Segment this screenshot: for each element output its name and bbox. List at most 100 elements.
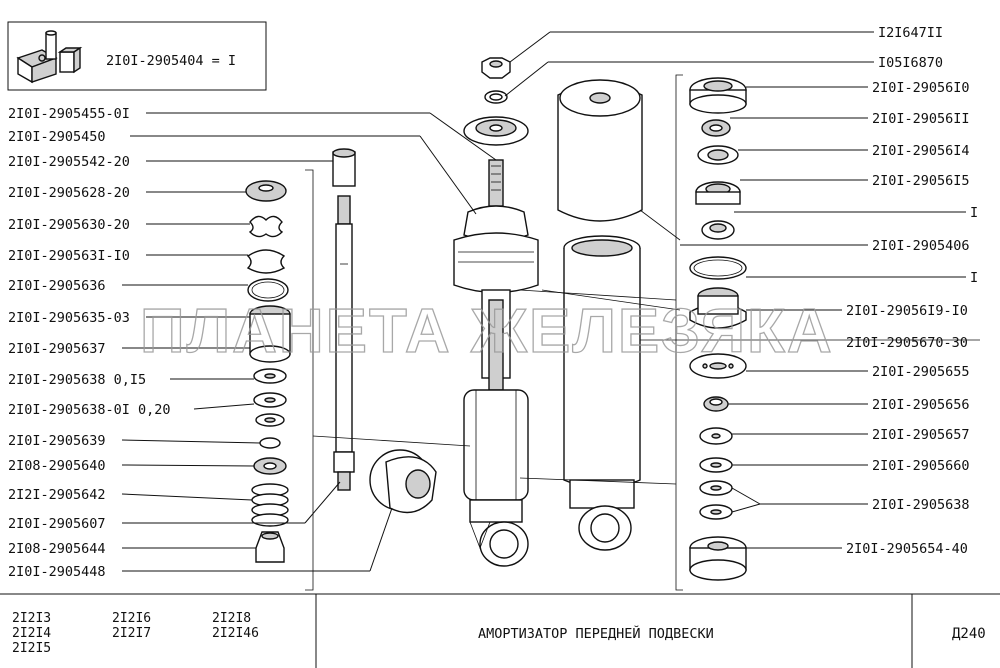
callout-label: 2I0I-2905628-20 bbox=[8, 185, 130, 201]
drawing-title: АМОРТИЗАТОР ПЕРЕДНЕЙ ПОДВЕСКИ bbox=[478, 624, 714, 642]
top-cup-washer bbox=[463, 116, 529, 146]
callout-label: 2I0I-2905635-03 bbox=[8, 310, 130, 326]
rod-sleeve bbox=[332, 148, 356, 187]
callout-right-4: 2I0I-29056II bbox=[730, 111, 970, 127]
callout-label: 2I0I-2905655 bbox=[872, 364, 970, 380]
assembly-lines bbox=[312, 209, 980, 485]
callout-left-9: 2I0I-2905637 bbox=[8, 341, 250, 357]
model-5: 2I2I7 bbox=[112, 626, 151, 641]
callout-left-10: 2I0I-2905638 0,I5 bbox=[8, 372, 254, 388]
callout-left-12: 2I0I-2905639 bbox=[8, 433, 261, 449]
callout-label: 2I0I-2905670-30 bbox=[846, 335, 968, 351]
right-parts bbox=[689, 77, 747, 581]
callout-right-3: 2I0I-29056I0 bbox=[746, 80, 970, 96]
callout-label: 2I0I-2905657 bbox=[872, 427, 970, 443]
rubber-bushing bbox=[369, 449, 437, 514]
top-nut bbox=[481, 57, 511, 79]
callout-left-13: 2I08-2905640 bbox=[8, 458, 255, 474]
callout-right-1: I2I647II bbox=[509, 25, 943, 63]
callout-label: 2I0I-29056II bbox=[872, 111, 970, 127]
callout-label: 2I0I-2905654-40 bbox=[846, 541, 968, 557]
callout-right-2: I05I6870 bbox=[504, 55, 943, 97]
callout-right-7: I bbox=[734, 205, 978, 221]
callout-label: 2I0I-2905630-20 bbox=[8, 217, 130, 233]
callout-label: 2I0I-290563I-I0 bbox=[8, 248, 130, 264]
callout-left-4: 2I0I-2905628-20 bbox=[8, 185, 246, 201]
callout-label: 2I0I-2905656 bbox=[872, 397, 970, 413]
reservoir-tube bbox=[563, 235, 641, 551]
inset-box: 2I0I-2905404 = I bbox=[7, 21, 267, 91]
left-washers bbox=[245, 180, 291, 475]
model-2: 2I2I4 bbox=[12, 626, 51, 641]
callout-label: I2I647II bbox=[878, 25, 943, 41]
callout-label: 2I0I-29056I0 bbox=[872, 80, 970, 96]
callout-left-7: 2I0I-2905636 bbox=[8, 278, 248, 294]
callout-label: 2I08-2905640 bbox=[8, 458, 106, 474]
callout-left-11: 2I0I-2905638-0I 0,20 bbox=[8, 402, 255, 418]
callout-label: 2I0I-29056I9-I0 bbox=[846, 303, 968, 319]
callout-left-6: 2I0I-290563I-I0 bbox=[8, 248, 248, 264]
callout-label: 2I2I-2905642 bbox=[8, 487, 106, 503]
callout-right-9: I bbox=[746, 270, 978, 286]
callout-label: 2I0I-2905607 bbox=[8, 516, 106, 532]
callout-label: 2I0I-2905406 bbox=[872, 238, 970, 254]
callout-label: 2I0I-2905638 0,I5 bbox=[8, 372, 146, 388]
model-1: 2I2I3 bbox=[12, 611, 51, 626]
callout-right-11: 2I0I-2905670-30 bbox=[846, 335, 968, 351]
bottom-nut-left bbox=[255, 531, 285, 563]
model-3: 2I2I5 bbox=[12, 641, 51, 656]
callout-label: 2I0I-2905455-0I bbox=[8, 106, 130, 122]
callout-label: 2I0I-2905638-0I 0,20 bbox=[8, 402, 171, 418]
callout-label: 2I0I-29056I4 bbox=[872, 143, 970, 159]
callout-left-3: 2I0I-2905542-20 bbox=[8, 154, 333, 170]
left-callouts: 2I0I-2905455-0I 2I0I-2905450 2I0I-290554… bbox=[8, 106, 497, 580]
kit-box-icon bbox=[16, 30, 83, 84]
callout-label: 2I0I-29056I5 bbox=[872, 173, 970, 189]
model-7: 2I2I46 bbox=[212, 626, 259, 641]
callout-label: 2I0I-2905638 bbox=[872, 497, 970, 513]
callout-label: 2I0I-2905660 bbox=[872, 458, 970, 474]
valve-spring bbox=[251, 483, 289, 527]
callout-left-17: 2I0I-2905448 bbox=[8, 507, 393, 580]
right-callouts: I2I647II I05I6870 2I0I-29056I0 2I0I-2905… bbox=[504, 25, 978, 557]
callout-label: 2I08-2905644 bbox=[8, 541, 106, 557]
model-6: 2I2I8 bbox=[212, 611, 251, 626]
callout-label: I bbox=[970, 270, 978, 286]
shock-absorber-assembly bbox=[453, 159, 539, 567]
callout-label: 2I0I-2905636 bbox=[8, 278, 106, 294]
callout-right-6: 2I0I-29056I5 bbox=[740, 173, 970, 189]
callout-label: 2I0I-2905542-20 bbox=[8, 154, 130, 170]
callout-right-5: 2I0I-29056I4 bbox=[738, 143, 970, 159]
piston-rod bbox=[333, 195, 355, 491]
callout-right-8: 2I0I-2905406 bbox=[680, 238, 970, 254]
left-kit-bracket bbox=[305, 169, 314, 591]
callout-label: 2I0I-2905448 bbox=[8, 564, 106, 580]
callout-right-13: 2I0I-2905656 bbox=[728, 397, 970, 413]
callout-left-8: 2I0I-2905635-03 bbox=[8, 310, 250, 326]
watermark: ПЛАНЕТА ЖЕЛЕЗЯКА bbox=[140, 297, 834, 366]
callout-label: 2I0I-2905637 bbox=[8, 341, 106, 357]
callout-label: I bbox=[970, 205, 978, 221]
dust-cover bbox=[557, 79, 643, 222]
model-4: 2I2I6 bbox=[112, 611, 151, 626]
inset-label: 2I0I-2905404 = I bbox=[106, 53, 236, 69]
callout-right-16: 2I0I-2905638 bbox=[731, 487, 970, 513]
callout-right-12: 2I0I-2905655 bbox=[746, 364, 970, 380]
title-block: 2I2I3 2I2I4 2I2I5 2I2I6 2I2I7 2I2I8 2I2I… bbox=[0, 593, 1000, 668]
callout-left-14: 2I2I-2905642 bbox=[8, 487, 253, 503]
callout-label: I05I6870 bbox=[878, 55, 943, 71]
sheet-code: Д240 bbox=[952, 626, 986, 642]
callout-label: 2I0I-2905450 bbox=[8, 129, 106, 145]
callout-right-15: 2I0I-2905660 bbox=[732, 458, 970, 474]
right-kit-bracket bbox=[675, 74, 683, 591]
callout-right-14: 2I0I-2905657 bbox=[732, 427, 970, 443]
callout-left-15: 2I0I-2905607 bbox=[8, 481, 341, 532]
callout-left-1: 2I0I-2905455-0I bbox=[8, 106, 497, 161]
callout-right-17: 2I0I-2905654-40 bbox=[746, 541, 968, 557]
callout-left-5: 2I0I-2905630-20 bbox=[8, 217, 250, 233]
callout-label: 2I0I-2905639 bbox=[8, 433, 106, 449]
spring-washer bbox=[484, 90, 508, 104]
callout-left-2: 2I0I-2905450 bbox=[8, 129, 477, 215]
callout-left-16: 2I08-2905644 bbox=[8, 541, 256, 557]
